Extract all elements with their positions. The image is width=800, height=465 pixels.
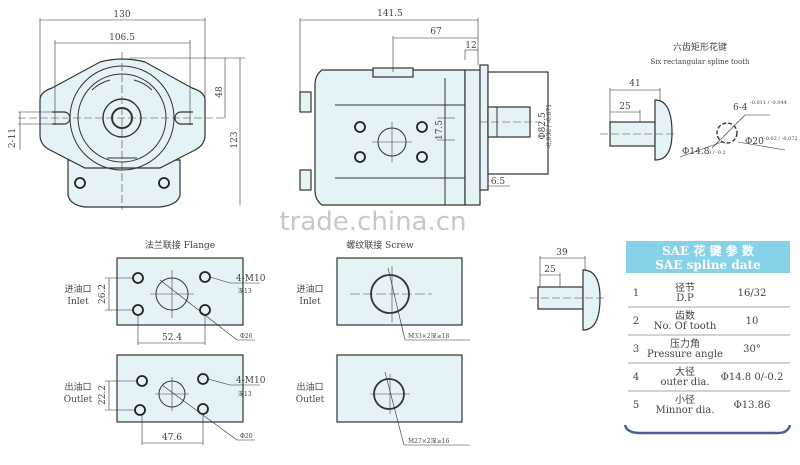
table-header-band [626, 241, 790, 273]
spline-dim-width-tol: -0.011 / -0.044 [750, 100, 787, 106]
table-row: 1 径节D.P 16/32 [628, 281, 790, 308]
row-number: 1 [633, 288, 639, 299]
spline-title-en: Six rectangular spline tooth [650, 58, 750, 66]
row-number: 5 [633, 400, 639, 411]
table-title-cn: SAE 花 键 参 数 [662, 243, 755, 258]
spline-dim-length: 41 [629, 79, 640, 89]
flange-ports: 法兰联接 Flange 26.2 52.4 4-M10 深13 Φ26 进油口 … [64, 239, 266, 445]
flange-outlet-depth: 深13 [238, 390, 252, 398]
row-label-en: Pressure angle [647, 349, 723, 360]
spline-dim-major: Φ20 [745, 137, 764, 147]
flange-outlet-bolt: 4-M10 [236, 376, 266, 386]
screw-inlet-en: Inlet [299, 297, 321, 307]
dim-pilot: Φ82.5 [538, 112, 548, 140]
flange-outlet-h: 47.6 [162, 433, 182, 443]
dim-port-offset: 17.5 [435, 120, 445, 140]
flange-outlet-en: Outlet [64, 395, 93, 405]
row-label-en: D.P [676, 293, 694, 304]
screw-inlet-cn: 进油口 [296, 283, 323, 295]
screw-ports: 螺纹联接 Screw M33×2深≥18 进油口 Inlet M27×2深≥16… [296, 239, 470, 446]
row-number: 4 [633, 372, 639, 383]
screw-outlet-cn: 出油口 [296, 381, 323, 393]
spline-dim-minor-tol: 0 / -0.2 [708, 150, 726, 156]
spline-dim-width: 6-4 [733, 103, 748, 113]
dim-flange: 12 [465, 41, 476, 51]
row-label-cn: 齿数 [675, 309, 695, 322]
row-label-en: No. Of tooth [654, 321, 717, 332]
flange-outlet-port: Φ20 [240, 433, 253, 440]
flange-inlet-cn: 进油口 [64, 283, 91, 295]
row-label-cn: 小径 [675, 393, 695, 406]
row-value: Φ13.86 [734, 400, 771, 411]
flange-outlet-v: 22.2 [98, 385, 108, 405]
sae-dim-shaft: 25 [544, 265, 556, 275]
sae-shaft-drawing: 39 25 [530, 248, 605, 331]
flange-inlet-depth: 深13 [238, 287, 252, 295]
row-label-en: outer dia. [660, 377, 709, 388]
sae-spline-table: SAE 花 键 参 数 SAE spline date 1 径节D.P 16/32 2… [623, 238, 792, 435]
row-value: 16/32 [738, 288, 767, 299]
spline-drawing: 六齿矩形花键 Six rectangular spline tooth 41 2… [600, 41, 798, 161]
row-label-cn: 压力角 [670, 337, 700, 350]
screw-outlet-en: Outlet [296, 395, 325, 405]
flange-outlet-cn: 出油口 [64, 381, 91, 393]
row-value: 10 [746, 316, 759, 327]
dim-pilot-tol: -0.036 / -0.071 [546, 104, 553, 148]
side-view: 141.5 67 12 17.5 Φ82.5 -0.036 / -0.071 6… [299, 9, 553, 206]
row-value: 30° [743, 344, 761, 355]
row-value: Φ14.8 0/-0.2 [721, 372, 784, 383]
flange-inlet-h: 52.4 [162, 333, 182, 343]
row-label-en: Minnor dia. [655, 405, 714, 416]
table-title-en: SAE spline date [655, 258, 761, 272]
flange-inlet-port: Φ26 [240, 333, 253, 340]
screw-title: 螺纹联接 Screw [346, 239, 414, 251]
spline-title-cn: 六齿矩形花键 [673, 41, 727, 53]
row-label-cn: 径节 [675, 281, 695, 294]
row-label-cn: 大径 [675, 365, 695, 378]
spline-dim-minor: Φ14.8 [682, 147, 710, 157]
row-number: 3 [633, 344, 639, 355]
flange-title: 法兰联接 Flange [145, 239, 215, 251]
flange-inlet-bolt: 4-M10 [236, 274, 266, 284]
spline-dim-major-tol: -0.02 / -0.072 [764, 136, 798, 142]
dim-bolt-span: 106.5 [109, 33, 135, 43]
dim-center-height: 48 [215, 86, 225, 98]
sae-dim-length: 39 [556, 248, 568, 258]
front-view: 130 106.5 48 123 2-11 [8, 10, 245, 210]
flange-inlet-v: 26.2 [98, 284, 108, 304]
dim-width: 130 [113, 10, 130, 20]
dim-to-port: 67 [430, 27, 442, 37]
screw-inlet-thread: M33×2深≥18 [408, 332, 449, 340]
dim-length: 141.5 [377, 9, 403, 19]
flange-inlet-en: Inlet [67, 297, 89, 307]
dim-shoulder: 6.5 [491, 177, 506, 187]
row-number: 2 [633, 316, 639, 327]
spline-dim-shaft: 25 [619, 102, 631, 112]
watermark: trade.china.cn [279, 207, 466, 237]
dim-height: 123 [230, 131, 240, 148]
screw-outlet-thread: M27×2深≥16 [408, 437, 449, 445]
dim-slot: 2-11 [8, 128, 18, 148]
